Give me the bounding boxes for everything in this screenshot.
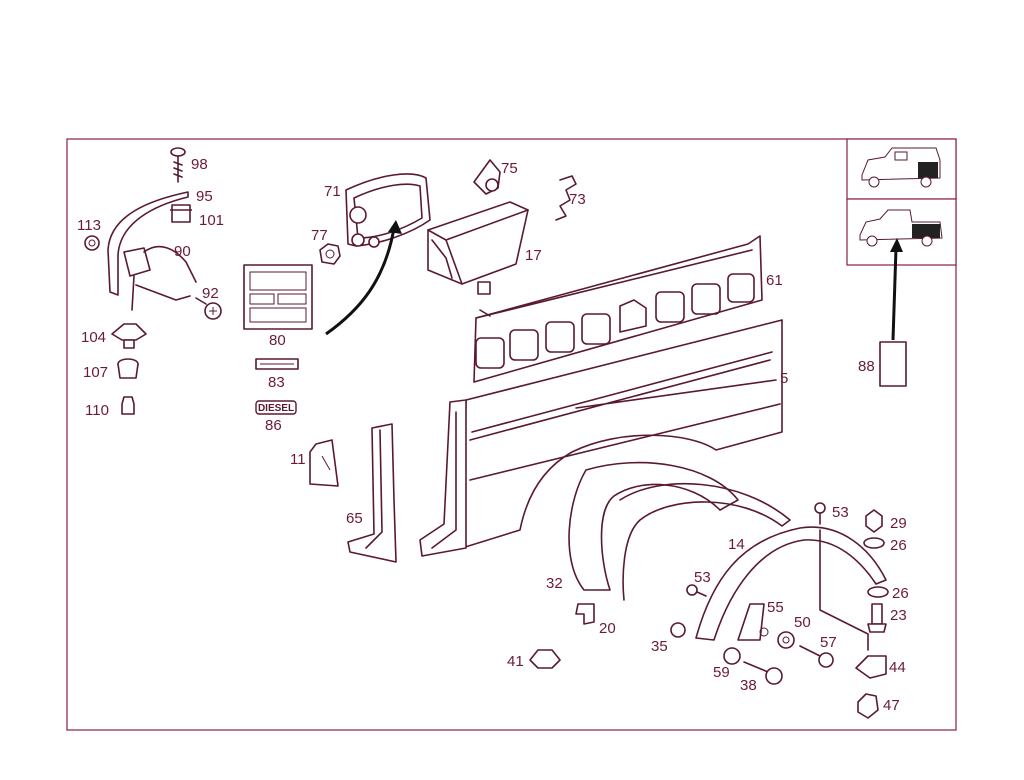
bolt-53b xyxy=(686,584,707,597)
label-61: 61 xyxy=(766,272,783,289)
screw-98 xyxy=(170,147,186,183)
label-41: 41 xyxy=(507,653,524,670)
switch-90 xyxy=(123,245,197,311)
label-32: 32 xyxy=(546,575,563,592)
label-53a: 53 xyxy=(832,504,849,521)
plug-104 xyxy=(111,323,147,349)
label-71: 71 xyxy=(324,183,341,200)
vehicle-inset-pickup xyxy=(846,198,957,266)
washer-50 xyxy=(777,631,795,649)
label-80: 80 xyxy=(269,332,286,349)
label-88 xyxy=(879,341,907,387)
diagram-frame xyxy=(66,138,957,731)
tool-box-17 xyxy=(427,201,529,295)
nut-29 xyxy=(865,509,883,533)
label-55: 55 xyxy=(767,599,784,616)
arrow-88 xyxy=(891,247,898,341)
plug-107 xyxy=(117,358,139,379)
flare-14 xyxy=(695,526,887,641)
label-73: 73 xyxy=(569,191,586,208)
label-65: 65 xyxy=(346,510,363,527)
cap-77 xyxy=(319,243,341,265)
pillar-65 xyxy=(347,423,397,563)
screw-38 xyxy=(743,661,783,685)
plug-41 xyxy=(529,649,561,669)
label-83: 83 xyxy=(268,374,285,391)
label-sticker-80 xyxy=(243,264,313,330)
label-110: 110 xyxy=(85,402,109,419)
plug-110 xyxy=(121,396,135,415)
bracket-55 xyxy=(737,603,769,641)
bolt-53a xyxy=(814,502,826,525)
screw-92 xyxy=(195,297,222,320)
label-75: 75 xyxy=(501,160,518,177)
label-47: 47 xyxy=(883,697,900,714)
washer-26a xyxy=(863,537,885,549)
label-50: 50 xyxy=(794,614,811,631)
rear-pillar xyxy=(419,399,467,557)
label-90: 90 xyxy=(174,243,191,260)
bracket-20 xyxy=(575,603,595,625)
fuel-flap-71 xyxy=(345,173,431,248)
diesel-badge-86: DIESEL xyxy=(255,400,297,415)
label-23: 23 xyxy=(890,607,907,624)
label-17: 17 xyxy=(525,247,542,264)
label-77: 77 xyxy=(311,227,328,244)
side-rail-61 xyxy=(473,235,763,383)
washer-59 xyxy=(723,647,741,665)
label-26a: 26 xyxy=(890,537,907,554)
label-107: 107 xyxy=(83,364,108,381)
arrow-88-head xyxy=(890,238,903,252)
label-38: 38 xyxy=(740,677,757,694)
label-26b: 26 xyxy=(892,585,909,602)
label-44: 44 xyxy=(889,659,906,676)
label-59: 59 xyxy=(713,664,730,681)
label-92: 92 xyxy=(202,285,219,302)
spring-clip-73 xyxy=(555,175,577,221)
inner-wheel-arch-32 xyxy=(568,461,739,591)
screw-57 xyxy=(799,645,834,668)
label-95: 95 xyxy=(196,188,213,205)
fitting-75 xyxy=(473,159,501,195)
label-sticker-83 xyxy=(255,358,299,370)
plug-35 xyxy=(670,622,686,638)
label-104: 104 xyxy=(81,329,106,346)
label-20: 20 xyxy=(599,620,616,637)
wheel-liner-20 xyxy=(619,482,791,601)
nut-47 xyxy=(857,693,879,719)
label-29: 29 xyxy=(890,515,907,532)
side-panel-5 xyxy=(461,319,783,549)
label-101: 101 xyxy=(199,212,224,229)
label-14: 14 xyxy=(728,536,745,553)
cable-bracket-95 xyxy=(107,191,189,296)
label-98: 98 xyxy=(191,156,208,173)
label-86: 86 xyxy=(265,417,282,434)
bracket-11 xyxy=(309,439,339,487)
diesel-badge-text: DIESEL xyxy=(258,403,294,414)
label-35: 35 xyxy=(651,638,668,655)
label-88: 88 xyxy=(858,358,875,375)
label-5: 5 xyxy=(780,370,788,387)
label-53b: 53 xyxy=(694,569,711,586)
bracket-44 xyxy=(819,529,887,679)
bolt-23 xyxy=(867,603,887,633)
arrow-flap-head xyxy=(388,220,402,234)
washer-26b xyxy=(867,586,889,598)
label-11: 11 xyxy=(290,451,306,468)
label-57: 57 xyxy=(820,634,837,651)
vehicle-inset-long xyxy=(846,138,957,200)
clip-101 xyxy=(170,204,192,223)
washer-113 xyxy=(84,235,100,251)
label-113: 113 xyxy=(77,217,101,234)
arrow-flap xyxy=(325,227,396,336)
